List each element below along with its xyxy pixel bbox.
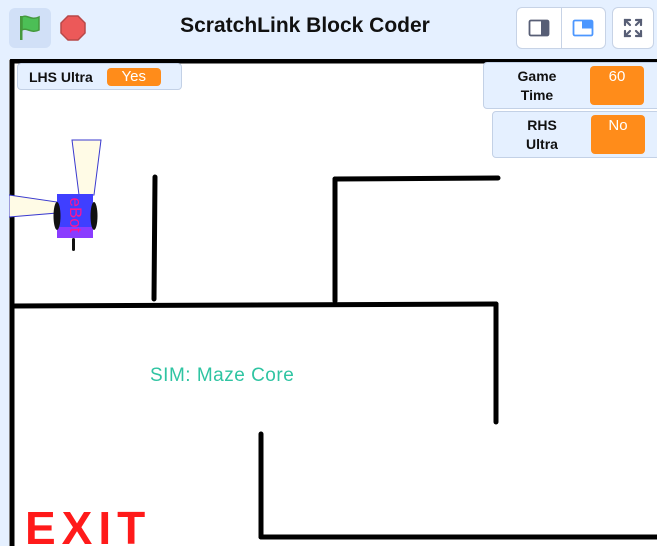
small-stage-button[interactable] — [517, 8, 561, 48]
front-sensor-beam — [71, 139, 102, 196]
game-time-label-line2: Time — [520, 86, 554, 103]
stop-button[interactable] — [52, 8, 94, 48]
left-sensor-beam — [9, 194, 58, 218]
stop-sign-icon — [60, 15, 86, 41]
fullscreen-icon — [623, 18, 643, 38]
rhs-ultra-label-line1: RHS — [527, 116, 557, 133]
right-wheel — [90, 202, 98, 230]
maze-wall — [332, 175, 501, 182]
left-wheel — [53, 202, 61, 230]
lhs-ultra-monitor[interactable]: LHS Ultra Yes — [17, 63, 182, 90]
ebot-sprite[interactable]: eBot — [9, 139, 109, 259]
rhs-ultra-value: No — [591, 115, 645, 154]
game-time-value: 60 — [590, 66, 644, 105]
top-toolbar: ScratchLink Block Coder — [0, 0, 657, 58]
large-stage-icon — [572, 19, 594, 37]
maze-wall — [9, 301, 499, 309]
maze-wall — [151, 174, 158, 302]
game-time-monitor[interactable]: Game Time 60 — [483, 62, 657, 109]
app-title: ScratchLink Block Coder — [180, 14, 430, 37]
robot-label: eBot — [66, 198, 85, 233]
large-stage-button[interactable] — [560, 8, 606, 48]
sim-title-label: SIM: Maze Core — [150, 365, 295, 386]
rhs-ultra-label-line2: Ultra — [526, 135, 558, 152]
game-time-label-line1: Game — [517, 67, 557, 84]
rhs-ultra-label: RHS Ultra — [493, 116, 591, 154]
green-flag-button[interactable] — [9, 8, 51, 48]
rhs-ultra-monitor[interactable]: RHS Ultra No — [492, 111, 657, 158]
exit-label: EXIT — [25, 502, 152, 546]
lhs-ultra-value: Yes — [106, 67, 161, 86]
fullscreen-button[interactable] — [612, 7, 654, 49]
stage-canvas[interactable]: eBot LHS Ultra Yes Game Time 60 RHS Ultr… — [9, 59, 657, 546]
lhs-ultra-label: LHS Ultra — [29, 68, 93, 85]
game-time-label: Game Time — [484, 67, 590, 105]
small-stage-icon — [528, 19, 550, 37]
stage-size-toggle — [516, 7, 606, 49]
green-flag-icon — [20, 15, 40, 40]
maze-walls — [9, 59, 657, 546]
